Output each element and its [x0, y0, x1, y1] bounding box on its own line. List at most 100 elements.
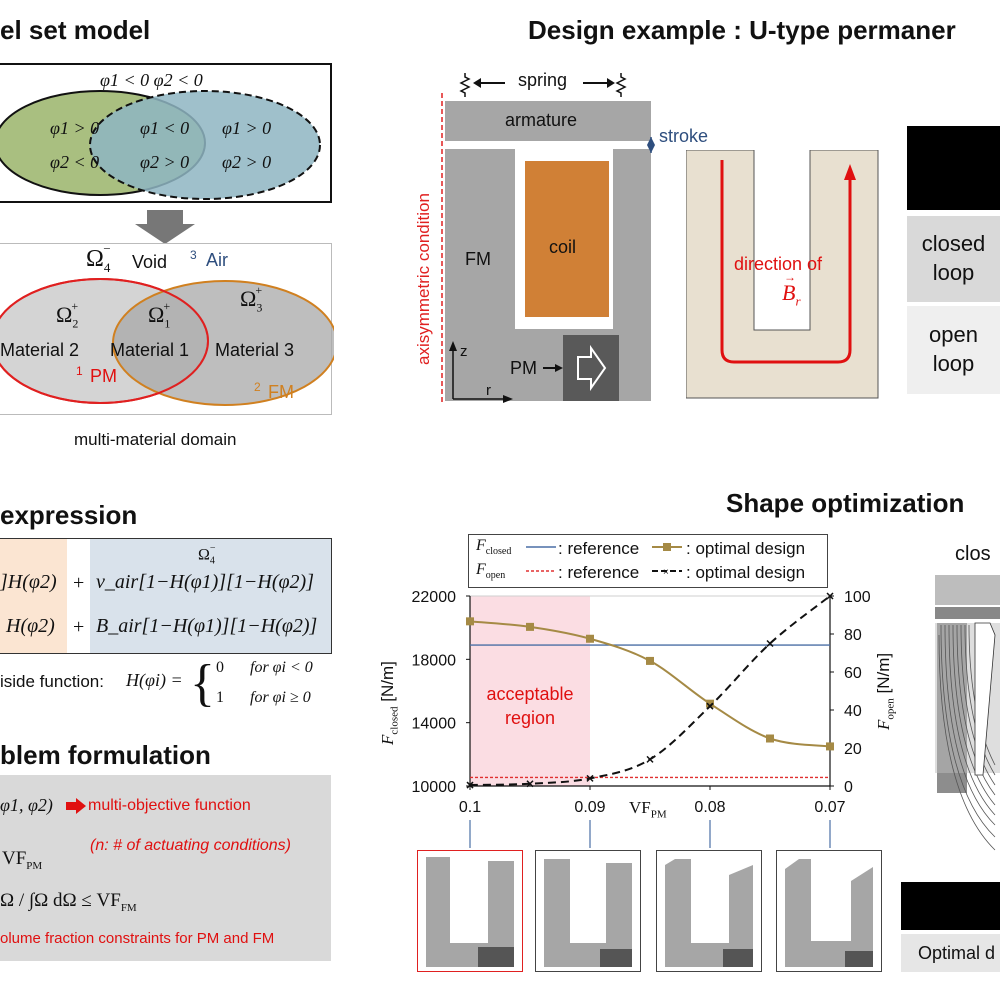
series-point-open: [826, 592, 834, 600]
y-left-tick-label: 18000: [412, 652, 457, 669]
legend-opt-olive-line: [652, 543, 682, 551]
problem-title: blem formulation: [0, 740, 211, 770]
y-right-tick-label: 20: [844, 741, 862, 758]
fm-label: FM: [268, 382, 294, 402]
y-right-title: Fopen [N/m]: [874, 652, 897, 730]
thumbnail-design-1: [417, 850, 523, 972]
omega3-label: Ω3+: [240, 282, 263, 315]
legend-f-open: Fopen: [476, 561, 506, 582]
y-left-tick-label: 10000: [412, 779, 457, 796]
x-tick-label: 0.09: [574, 799, 605, 816]
r-axis-label: r: [486, 382, 491, 399]
multi-material-venn: [0, 278, 334, 406]
br-label: Br: [782, 280, 801, 309]
series-point-open: [706, 702, 714, 710]
thumbnail-design-4: [776, 850, 882, 972]
y-right-tick-label: 40: [844, 703, 862, 720]
pm-core-label: PM: [510, 358, 537, 378]
right-cond-2: φ2 > 0: [222, 152, 272, 172]
flux-lines-image: [935, 575, 1000, 851]
optimal-black-bar: [901, 882, 1000, 930]
expression-title: expression: [0, 500, 138, 530]
case1-val: 1: [216, 689, 224, 706]
level-set-title: el set model: [0, 15, 151, 45]
y-right-tick-label: 80: [844, 627, 862, 644]
chart-legend: [468, 534, 828, 588]
right-cond-1: φ1 > 0: [222, 118, 272, 138]
series-point-closed: [706, 699, 714, 708]
x-tick-label: 0.08: [694, 799, 725, 816]
legend-ref1-text: : reference: [558, 539, 640, 558]
pm-number: 1: [76, 364, 83, 378]
expr-row2-plus: +: [73, 616, 85, 638]
z-axis-label: z: [460, 343, 468, 360]
thumbnail-design-3: [656, 850, 762, 972]
legend-opt2-text: : optimal design: [686, 563, 806, 582]
direction-label: direction of: [734, 254, 823, 274]
optimal-partial-label: Optimal d: [918, 943, 996, 963]
series-point-closed: [826, 742, 834, 751]
y-left-tick-label: 22000: [412, 589, 457, 606]
heaviside-lhs: H(φi) =: [126, 670, 183, 690]
actuator-diagram: [441, 73, 655, 405]
fm-core-label: FM: [465, 249, 491, 269]
x-title: VFPM: [629, 798, 667, 821]
multi-material-caption: multi-material domain: [74, 430, 237, 449]
legend-ref2-text: : reference: [558, 563, 640, 582]
case0-cond: for φi < 0: [250, 659, 313, 676]
top-condition: φ1 < 0 φ2 < 0: [100, 70, 203, 90]
mid-cond-2: φ2 > 0: [140, 152, 190, 172]
pm-label: PM: [90, 366, 117, 386]
omega4-label: Ω4−: [86, 241, 111, 275]
air-number: 3: [190, 248, 197, 262]
problem-line4: Ω / ∫Ω dΩ ≤ VFFM: [0, 890, 137, 914]
problem-line3: VFPM: [2, 848, 43, 872]
y-right-tick-label: 0: [844, 779, 853, 796]
air-label: Air: [206, 250, 228, 270]
coil-label: coil: [549, 237, 577, 257]
x-tick-label: 0.1: [459, 799, 481, 816]
void-label: Void: [132, 252, 168, 272]
problem-line1-left: φ1, φ2): [0, 795, 53, 815]
omega1-label: Ω1+: [148, 298, 171, 331]
problem-box: [0, 775, 331, 961]
material-1-label: Material 1: [110, 340, 190, 360]
expr-row2-right: B_air[1−H(φ1)][1−H(φ2)]: [96, 615, 318, 637]
expression-blue-column: [90, 539, 331, 653]
series-point-open: [646, 755, 654, 763]
red-arrow-icon: [66, 798, 86, 814]
brace-icon: {: [190, 655, 215, 712]
expression-orange-column: [0, 539, 67, 653]
legend-ref-red-line: [526, 570, 556, 572]
case1-cond: for φi ≥ 0: [250, 689, 311, 706]
optimal-gray-bar: [901, 934, 1000, 972]
series-point-open: [526, 780, 534, 788]
expr-row1-left: ]H(φ2): [0, 571, 57, 593]
spring-label: spring: [518, 70, 568, 90]
series-point-closed: [766, 734, 774, 743]
omega4-head: Ω4−: [198, 543, 216, 567]
design-example-title: Design example : U-type permaner: [528, 15, 956, 45]
svg-text:×: ×: [663, 567, 669, 578]
omega2-label: Ω2+: [56, 298, 79, 331]
thumbnail-design-2: [535, 850, 641, 972]
table-header-black: [907, 126, 1000, 210]
problem-line2: (n: # of actuating conditions): [90, 837, 292, 854]
expr-row1-right: ν_air[1−H(φ1)][1−H(φ2)]: [96, 571, 314, 593]
series-point-open: [586, 774, 594, 782]
stroke-label: stroke: [659, 126, 709, 146]
series-point-closed: [466, 617, 474, 626]
left-cond-2: φ2 < 0: [50, 152, 100, 172]
series-point-closed: [646, 656, 654, 665]
u-shape-diagram: [686, 150, 879, 399]
level-set-venn: [0, 90, 321, 200]
left-cond-1: φ1 > 0: [50, 118, 100, 138]
legend-ref-blue-line: [526, 546, 556, 548]
material-2-label: Material 2: [0, 340, 80, 360]
y-right-tick-label: 60: [844, 665, 862, 682]
